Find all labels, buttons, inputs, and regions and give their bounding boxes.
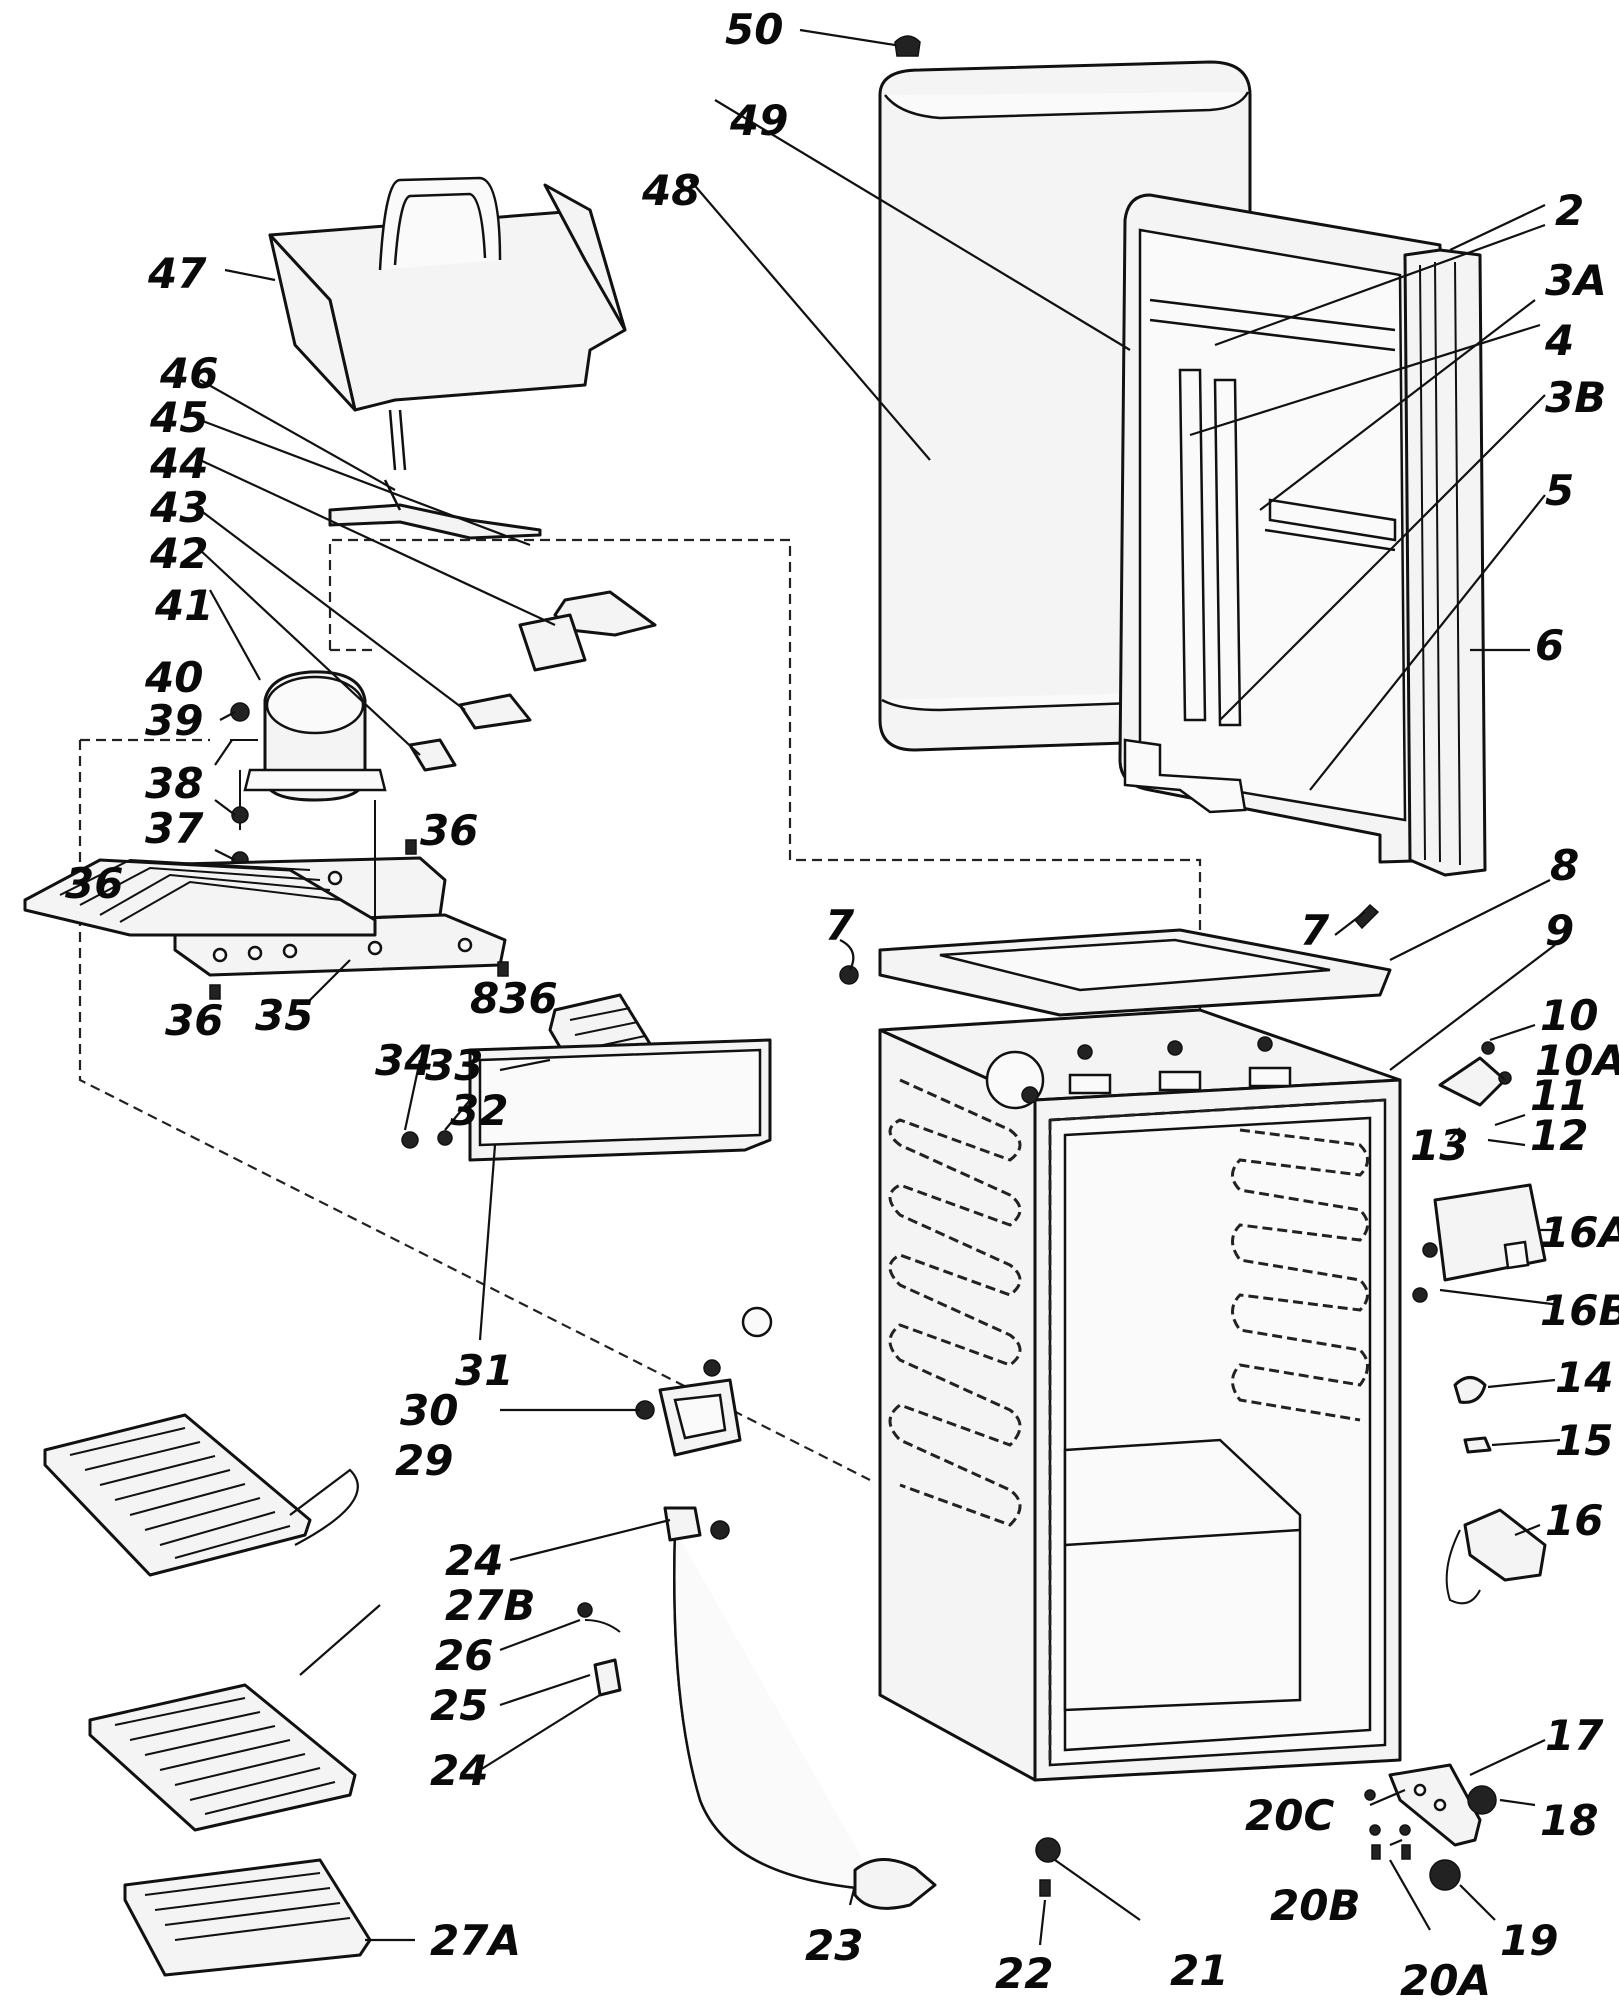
label-24-upper: 24 <box>445 1536 503 1585</box>
label-27B: 27B <box>445 1581 535 1630</box>
label-6: 6 <box>1535 621 1564 670</box>
label-41: 41 <box>154 581 213 630</box>
label-14: 14 <box>1555 1353 1613 1402</box>
cabinet-body <box>878 1008 1402 1782</box>
label-16A: 16A <box>1540 1208 1619 1257</box>
label-25: 25 <box>430 1681 488 1730</box>
label-3A: 3A <box>1545 256 1607 305</box>
label-27A: 27A <box>430 1916 521 1965</box>
label-5: 5 <box>1545 466 1574 515</box>
leader-lines <box>199 28 1561 1946</box>
label-17: 17 <box>1545 1711 1604 1760</box>
label-9: 9 <box>1545 906 1574 955</box>
wire-shelves <box>43 1413 372 1977</box>
part-labels: 50 49 48 47 46 45 44 43 42 41 40 39 38 3… <box>65 5 1619 2005</box>
label-10: 10 <box>1540 991 1598 1040</box>
label-24-lower: 24 <box>430 1746 488 1795</box>
label-15: 15 <box>1555 1416 1613 1465</box>
dashed-guides <box>78 538 1202 1481</box>
label-37: 37 <box>145 804 204 853</box>
label-43: 43 <box>149 483 208 532</box>
label-10A: 10A <box>1535 1036 1619 1085</box>
label-21: 21 <box>1170 1946 1228 1995</box>
label-12: 12 <box>1530 1111 1588 1160</box>
label-48: 48 <box>641 166 700 215</box>
label-3B: 3B <box>1545 373 1606 422</box>
label-16B: 16B <box>1540 1286 1619 1335</box>
label-36-top: 36 <box>420 806 478 855</box>
label-29: 29 <box>395 1436 453 1485</box>
label-40: 40 <box>144 653 203 702</box>
label-36-bottom: 36 <box>165 996 223 1045</box>
control-parts <box>1035 1041 1547 1897</box>
top-cover <box>839 903 1392 1017</box>
label-22: 22 <box>995 1949 1053 1998</box>
label-20C: 20C <box>1245 1791 1334 1840</box>
label-7-right: 7 <box>1300 906 1330 955</box>
label-31: 31 <box>455 1346 513 1395</box>
label-38: 38 <box>145 759 203 808</box>
label-26: 26 <box>435 1631 493 1680</box>
label-47: 47 <box>147 249 207 298</box>
label-30: 30 <box>400 1386 458 1435</box>
label-11: 11 <box>1530 1071 1588 1120</box>
label-2: 2 <box>1555 186 1584 235</box>
label-20A: 20A <box>1400 1956 1491 2005</box>
power-cord <box>577 1506 937 1910</box>
door-plug <box>894 35 921 57</box>
label-36-left: 36 <box>65 859 123 908</box>
label-7-left: 7 <box>825 901 855 950</box>
label-49: 49 <box>729 96 788 145</box>
label-33: 33 <box>425 1041 483 1090</box>
label-44: 44 <box>149 439 208 488</box>
label-4: 4 <box>1544 316 1574 365</box>
label-13: 13 <box>1410 1121 1468 1170</box>
door-inner-liner <box>1118 193 1487 877</box>
label-50: 50 <box>725 5 783 54</box>
label-34: 34 <box>375 1036 433 1085</box>
drain-pan <box>23 858 377 937</box>
thermostat-bracket <box>635 1306 773 1457</box>
label-20B: 20B <box>1270 1881 1360 1930</box>
label-39: 39 <box>145 696 203 745</box>
evaporator <box>268 176 627 540</box>
label-16: 16 <box>1545 1496 1603 1545</box>
label-19: 19 <box>1500 1916 1558 1965</box>
label-35: 35 <box>255 991 313 1040</box>
label-18: 18 <box>1540 1796 1598 1845</box>
label-8: 8 <box>1550 841 1579 890</box>
label-46: 46 <box>159 349 218 398</box>
label-836: 836 <box>470 974 558 1023</box>
label-45: 45 <box>149 393 208 442</box>
label-23: 23 <box>805 1921 863 1970</box>
label-42: 42 <box>149 529 208 578</box>
label-32: 32 <box>450 1086 508 1135</box>
drip-tray <box>401 1038 772 1162</box>
electrical-parts <box>408 590 657 772</box>
